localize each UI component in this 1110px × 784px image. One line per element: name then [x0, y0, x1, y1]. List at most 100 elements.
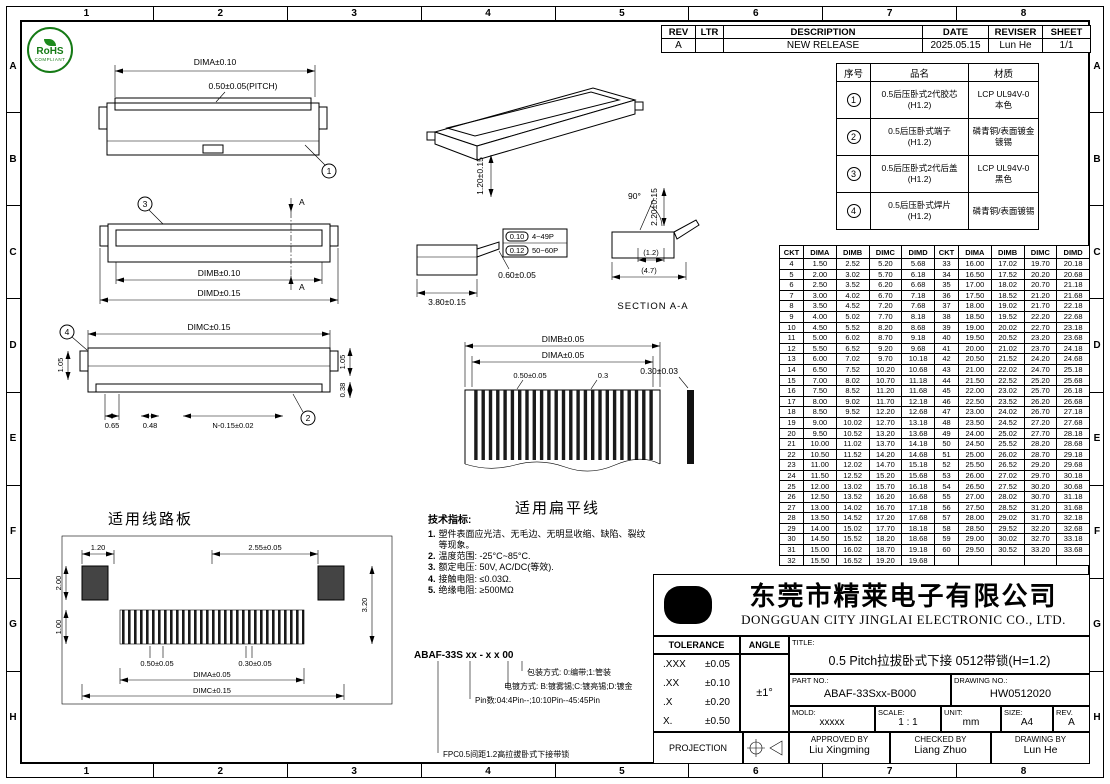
- cell: 31: [779, 544, 804, 556]
- tech-note: 3.额定电压: 50V, AC/DC(等效).: [428, 562, 554, 573]
- company-logo: JL: [664, 586, 712, 624]
- part-no-cell: PART NO.: ABAF-33Sxx-B000: [789, 674, 951, 706]
- cell: 8.52: [835, 385, 870, 397]
- dim-label-pcb-dimc: DIMC±0.15: [193, 686, 231, 695]
- rohs-logo: RoHS COMPLIANT: [27, 27, 73, 73]
- angle-header: ANGLE: [740, 636, 789, 654]
- cell: 6.68: [901, 279, 935, 291]
- cell: 29.70: [1023, 469, 1058, 482]
- cell: 38: [934, 310, 959, 323]
- cell: 14.20: [868, 448, 903, 461]
- cell: 11.20: [868, 385, 903, 397]
- drawing-no-value: HW0512020: [989, 688, 1052, 700]
- dim-label-220: 2.20±0.15: [649, 188, 659, 226]
- cell: 23.52: [990, 395, 1025, 408]
- zone-label: B: [1090, 112, 1104, 205]
- cell: 47: [934, 406, 959, 418]
- dim-label-105-left: 1.05: [56, 358, 65, 373]
- cell: 28.50: [958, 522, 992, 535]
- view-front-dimb: 3 A A DIMB±0.10 DIMD±0.15: [83, 192, 353, 322]
- cell: 8.50: [803, 406, 837, 418]
- cell: 5.70: [868, 268, 903, 281]
- cell: 28.70: [1023, 448, 1058, 461]
- cell: [1056, 554, 1090, 567]
- cell: 20.70: [1023, 279, 1058, 291]
- cell: 33.18: [1056, 533, 1090, 546]
- cell: 24.52: [990, 416, 1025, 429]
- cell: 16.50: [958, 268, 992, 281]
- zone-label: 5: [554, 6, 689, 20]
- cell: 5.50: [803, 342, 837, 355]
- dim-label-pcb-320: 3.20: [360, 598, 369, 613]
- cell: 5.20: [868, 258, 903, 270]
- col-header: CKT: [934, 245, 959, 259]
- cell: 17: [779, 395, 804, 408]
- cell: 17.20: [868, 512, 903, 524]
- cell: 25.68: [1056, 374, 1090, 387]
- cell: 24.18: [1056, 342, 1090, 355]
- zone-label: G: [1090, 577, 1104, 671]
- cell: 9: [779, 310, 804, 323]
- zone-label: 2: [152, 6, 287, 20]
- dim-label-pcb-200: 2.00: [54, 576, 63, 591]
- cell: 24.02: [990, 406, 1025, 418]
- cell: 7.18: [901, 289, 935, 302]
- pcb-caption: 适用线路板: [108, 510, 193, 528]
- cell: 29.50: [958, 544, 992, 556]
- cell: 12.52: [835, 469, 870, 482]
- zone-label: D: [6, 298, 20, 391]
- cell: 22.52: [990, 374, 1025, 387]
- decoder-code: ABAF-33S xx - x x 00: [414, 650, 514, 661]
- cell: 15.18: [901, 459, 935, 471]
- col-header: CKT: [779, 245, 804, 259]
- cell: 9.20: [868, 342, 903, 355]
- cell: 1: [836, 81, 871, 119]
- cell: 12.70: [868, 416, 903, 429]
- angle-value: ±1°: [740, 654, 789, 732]
- dim-label-pcb-255: 2.55±0.05: [248, 543, 281, 552]
- cell: 26.20: [1023, 395, 1058, 408]
- col-header: DIMB: [835, 245, 870, 259]
- cell: 11.70: [868, 395, 903, 408]
- cell: 1.50: [803, 258, 837, 270]
- cell: 25.50: [958, 459, 992, 471]
- cell: 14.02: [835, 501, 870, 514]
- cell: 22.02: [990, 363, 1025, 376]
- unit-value: mm: [962, 717, 980, 728]
- cell: 15: [779, 374, 804, 387]
- cell: 21.52: [990, 353, 1025, 365]
- decoder-line-pins: Pin数:04:4Pin--;10:10Pin--45:45Pin: [475, 695, 600, 705]
- cell: 23.18: [1056, 321, 1090, 334]
- cell: 磷青铜/表面镀锡: [968, 192, 1039, 230]
- zone-label: 3: [286, 764, 421, 778]
- cell: 27: [779, 501, 804, 514]
- size-cell: SIZE: A4: [1001, 706, 1053, 732]
- cell: 13.68: [901, 427, 935, 440]
- cell: 5.02: [835, 310, 870, 323]
- approved-name: Liu Xingming: [809, 744, 870, 756]
- cell: 13.02: [835, 480, 870, 493]
- col-header: DIMA: [803, 245, 837, 259]
- cell: 7.50: [803, 385, 837, 397]
- cell: 11.00: [803, 459, 837, 471]
- rev-value: A: [1068, 717, 1075, 728]
- tolerance-header: TOLERANCE: [653, 636, 740, 654]
- cell: 15.50: [803, 554, 837, 567]
- decoder-line-packaging: 包装方式: 0:编带;1:管装: [527, 667, 611, 677]
- cell: 27.52: [990, 480, 1025, 493]
- cell: 23.50: [958, 416, 992, 429]
- col-header: 材质: [968, 63, 1039, 82]
- cell: 26.70: [1023, 406, 1058, 418]
- cell: 4.52: [835, 300, 870, 312]
- cell: 27.50: [958, 501, 992, 514]
